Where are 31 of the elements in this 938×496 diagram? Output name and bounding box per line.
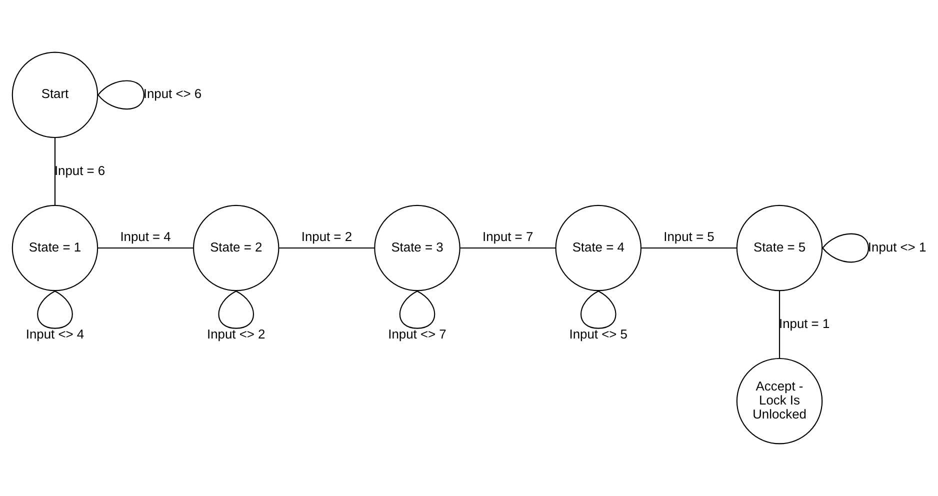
edge-label: Input <> 4: [26, 326, 84, 342]
connector: [98, 247, 194, 249]
connector: [580, 290, 616, 329]
edge-label: Input = 1: [778, 316, 830, 331]
connector: [279, 247, 375, 249]
node-circle: State = 3: [374, 204, 460, 292]
node-circle: Accept - Lock Is Unlocked: [736, 358, 823, 444]
edge-label: Input <> 5: [569, 326, 628, 342]
node-circle: Start: [12, 52, 98, 138]
connector: [218, 290, 254, 329]
connector: [778, 290, 780, 358]
edge-label: Input = 2: [301, 229, 352, 244]
connector: [460, 247, 556, 249]
edge-label: Input <> 1: [868, 239, 926, 254]
edge-label: Input = 5: [664, 229, 714, 244]
connector: [399, 290, 436, 329]
edge-label: Input = 6: [54, 162, 106, 178]
edge-label: Input <> 2: [207, 326, 266, 342]
connector: [641, 247, 737, 249]
node-circle: State = 4: [555, 204, 642, 292]
edge-label: Input <> 7: [388, 326, 446, 342]
edge-label: Input <> 6: [143, 86, 202, 102]
connector: [98, 80, 144, 110]
node-circle: State = 1: [12, 204, 98, 292]
edge-label: Input = 4: [120, 229, 171, 244]
connector: [37, 290, 73, 329]
edge-label: Input = 7: [482, 229, 534, 244]
connector: [822, 233, 869, 263]
node-circle: State = 2: [193, 204, 280, 292]
node-circle: State = 5: [736, 204, 823, 292]
connector: [54, 138, 56, 206]
